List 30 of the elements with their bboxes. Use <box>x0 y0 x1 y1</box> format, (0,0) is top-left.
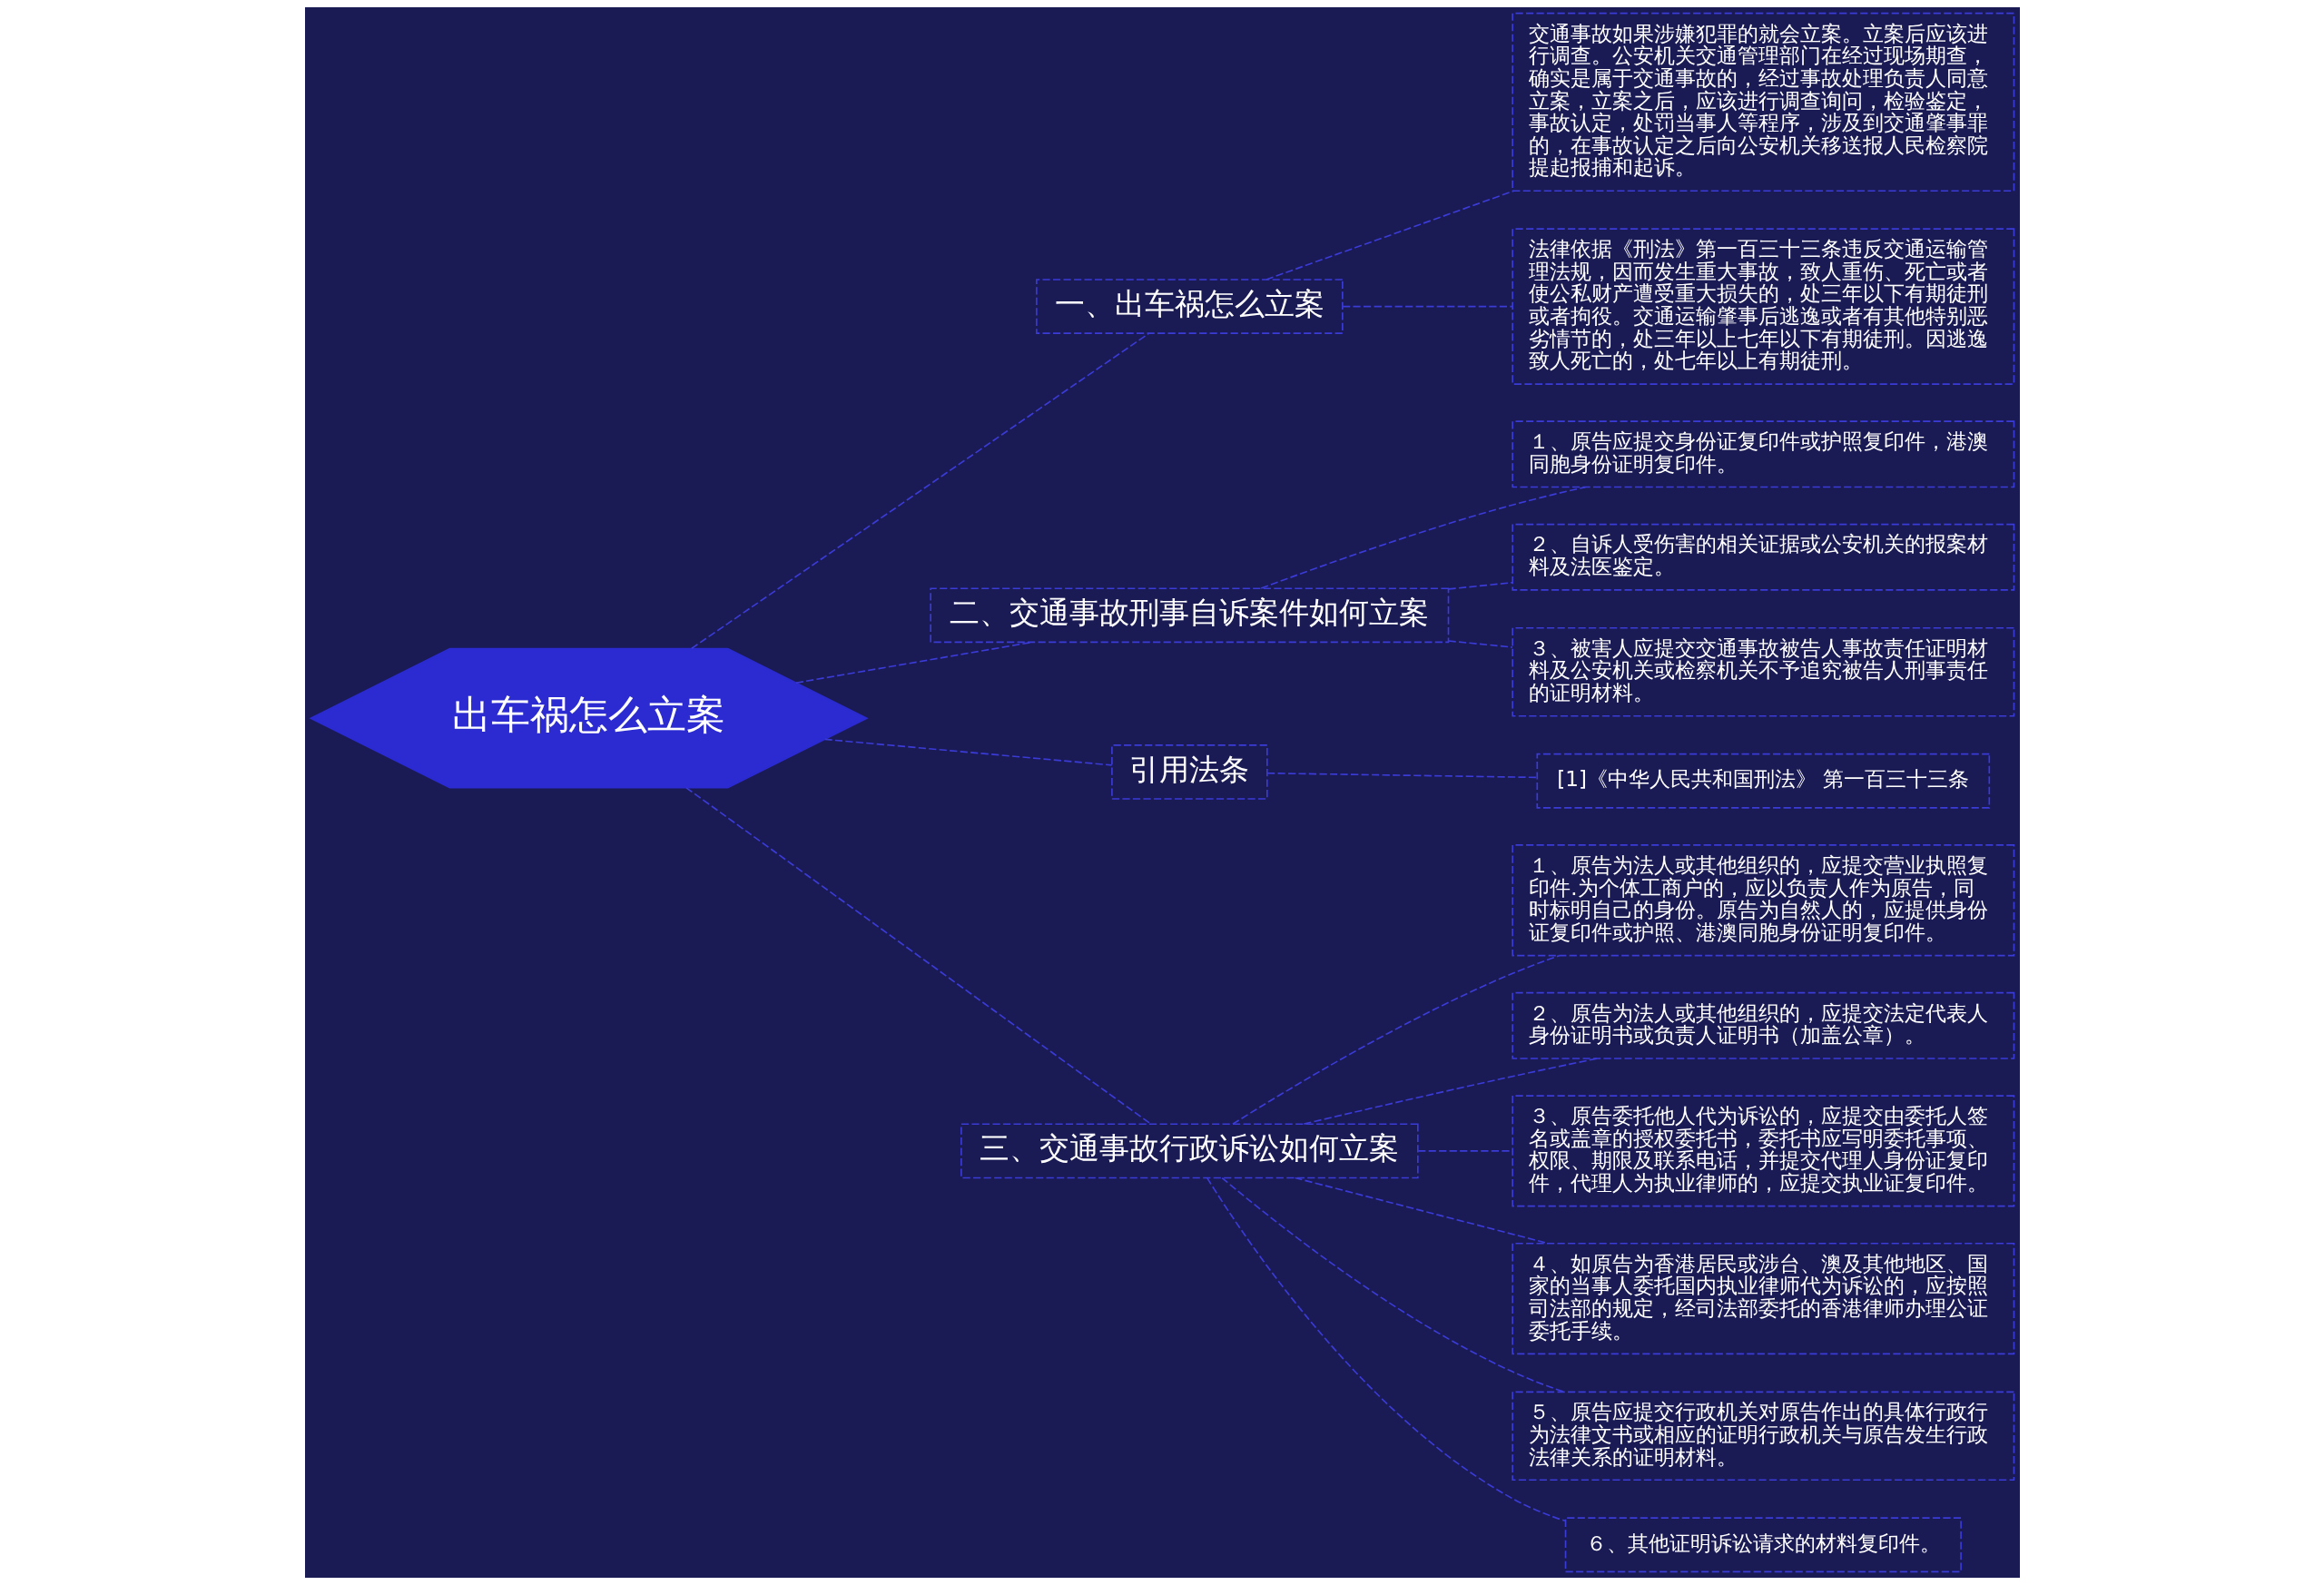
connector <box>1231 954 1560 1126</box>
connector <box>1303 1058 1598 1125</box>
node-box: ４、如原告为香港居民或涉台、澳及其他地区、国家的当事人委托国内执业律师代为诉讼的，应按照司法部的规定，经司法部委托的香港律师办理公证委托手续。 <box>1511 1242 2014 1355</box>
connector <box>1447 581 1513 590</box>
connector <box>1341 305 1513 308</box>
connector <box>823 738 1112 766</box>
node-box: 交通事故如果涉嫌犯罪的就会立案。立案后应该进行调查。公安机关交通管理部门在经过现场期查，确实是属于交通事故的，经过事故处理负责人同意立案，立案之后，应该进行调查询问，检验鉴定，事故认定，处罚当事人等程序，涉及到交通肇事罪的，在事故认定之后向公安机关移送报人民检察院提起报捕和起诉。 <box>1511 12 2014 192</box>
connector <box>1206 1177 1566 1522</box>
node-box: ２、原告为法人或其他组织的，应提交法定代表人身份证明书或负责人证明书（加盖公章）。 <box>1511 991 2014 1059</box>
node-box: [1]《中华人民共和国刑法》 第一百三十三条 <box>1536 753 1990 809</box>
connector <box>1265 190 1514 281</box>
node-box: 引用法条 <box>1110 744 1268 800</box>
node-box: 三、交通事故行政诉讼如何立案 <box>960 1123 1419 1179</box>
node-box: ３、原告委托他人代为诉讼的，应提交由委托人签名或盖章的授权委托书，委托书应写明委托事项、权限、期限及联系电话，并提交代理人身份证复印件，代理人为执业律师的，应提交执业证复印件。 <box>1511 1095 2014 1207</box>
node-box: ２、自诉人受伤害的相关证据或公安机关的报案材料及法医鉴定。 <box>1511 523 2014 591</box>
connector <box>1447 640 1513 648</box>
connector <box>1220 1176 1564 1393</box>
connector <box>690 332 1149 650</box>
connector <box>794 641 1033 684</box>
connector <box>1265 772 1538 779</box>
node-box: ３、被害人应提交交通事故被告人事故责任证明材料及公安机关或检察机关不予追究被告人刑事责任的证明材料。 <box>1511 626 2014 717</box>
node-box: ５、原告应提交行政机关对原告作出的具体行政行为法律文书或相应的证明行政机关与原告发生行政法律关系的证明材料。 <box>1511 1391 2014 1482</box>
node-box: １、原告应提交身份证复印件或护照复印件，港澳同胞身份证明复印件。 <box>1511 420 2014 488</box>
node-box: １、原告为法人或其他组织的，应提交营业执照复印件.为个体工商户的，应以负责人作为原告，同时标明自己的身份。原告为自然人的，应提供身份证复印件或护照、港澳同胞身份证明复印件。 <box>1511 844 2014 957</box>
node-box: 一、出车祸怎么立案 <box>1035 279 1344 334</box>
node-box: 二、交通事故刑事自诉案件如何立案 <box>929 587 1449 644</box>
connector <box>1259 486 1586 589</box>
node-box: ６、其他证明诉讼请求的材料复印件。 <box>1564 1517 1962 1573</box>
connector <box>684 787 1151 1125</box>
node-box: 法律依据《刑法》第一百三十三条违反交通运输管理法规，因而发生重大事故，致人重伤、死亡或者使公私财产遭受重大损失的，处三年以下有期徒刑或者拘役。交通运输肇事后逃逸或者有其他特别恶劣情节的，处三年以上七年以下有期徒刑。因逃逸致人死亡的，处七年以上有期徒刑。 <box>1511 228 2014 385</box>
